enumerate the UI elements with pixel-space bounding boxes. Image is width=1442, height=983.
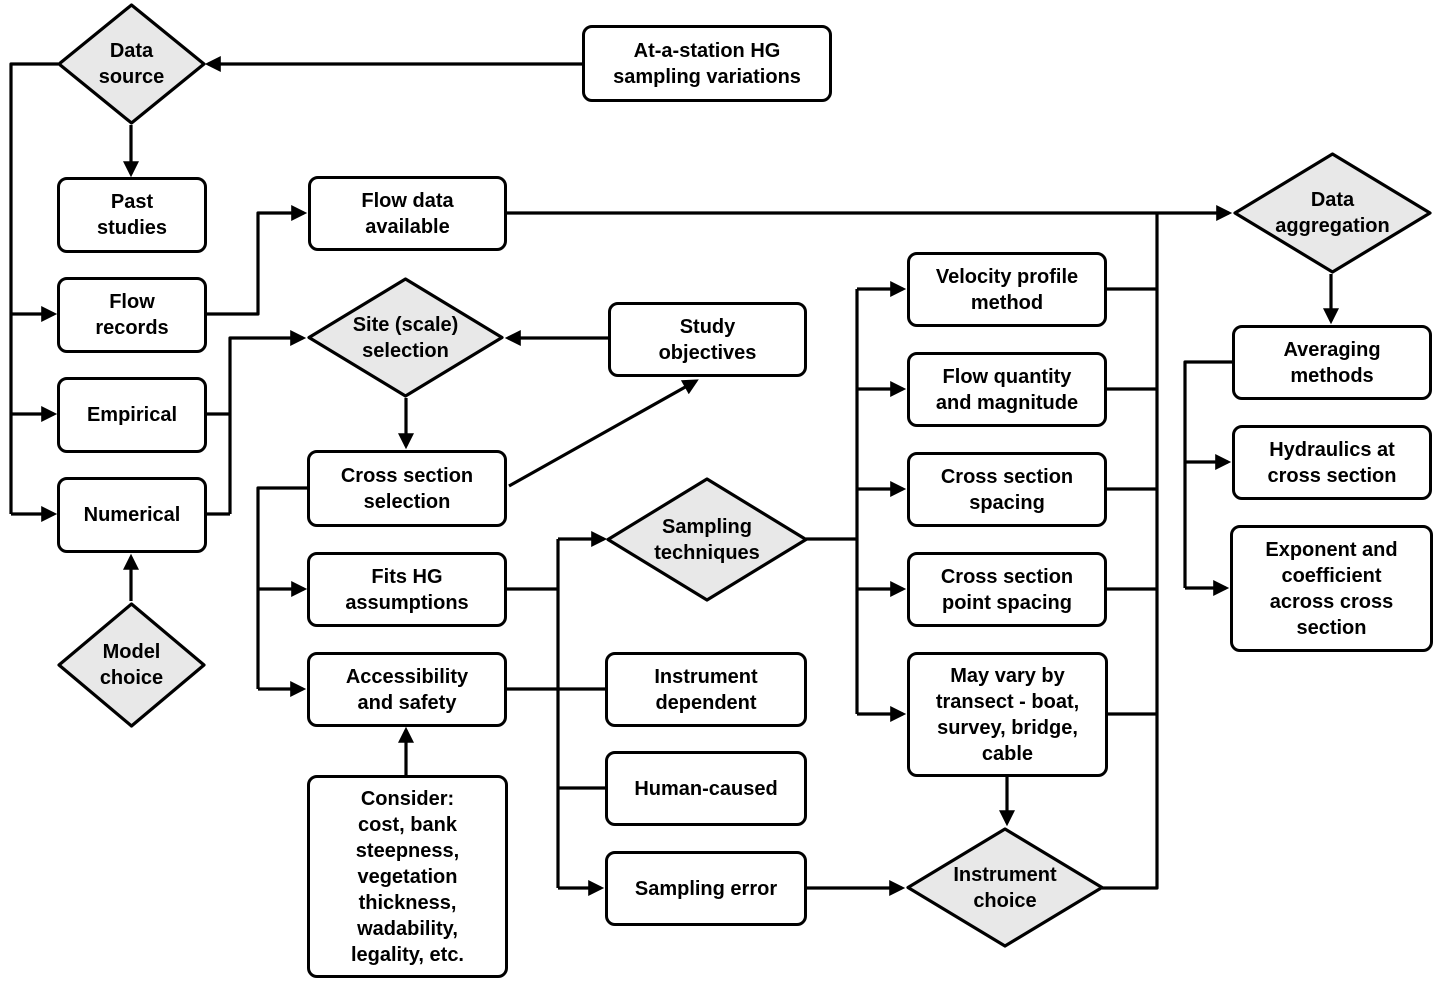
velocity-profile-method-label: Velocity profile method	[935, 265, 1079, 314]
cross-section-point-spacing-label: Cross section point spacing	[940, 565, 1074, 614]
hydraulics-at-cross-section-label: Hydraulics at cross section	[1267, 438, 1397, 487]
averaging-methods-label: Averaging methods	[1283, 338, 1381, 387]
flow-quantity-and-magnitude-label: Flow quantity and magnitude	[935, 365, 1079, 414]
sampling-error-label: Sampling error	[634, 877, 778, 900]
human-caused-label: Human-caused	[634, 777, 778, 800]
sampling-techniques-label: Sampling techniques	[654, 515, 760, 564]
node-study-objectives: Study objectives	[608, 302, 807, 377]
edge-models-to-siteselection	[228, 330, 307, 514]
node-human-caused: Human-caused	[605, 751, 807, 826]
model-choice-diamond	[57, 602, 206, 728]
node-cross-section-spacing: Cross section spacing	[907, 452, 1107, 527]
fits-hg-assumptions-label: Fits HG assumptions	[345, 565, 469, 614]
node-sampling-techniques: Sampling techniques	[606, 477, 808, 602]
node-cross-section-point-spacing: Cross section point spacing	[907, 552, 1107, 627]
node-fits-hg-assumptions: Fits HG assumptions	[307, 552, 507, 627]
node-flow-data-available: Flow data available	[308, 176, 507, 251]
node-accessibility-and-safety: Accessibility and safety	[307, 652, 507, 727]
cross-section-selection-label: Cross section selection	[340, 464, 474, 513]
data-source-label: Data source	[98, 40, 165, 88]
node-site-selection: Site (scale) selection	[307, 277, 504, 398]
node-data-source: Data source	[57, 3, 206, 125]
node-consider-factors: Consider: cost, bank steepness, vegetati…	[307, 775, 508, 978]
edge-averaging-trunk	[1183, 360, 1233, 588]
edge-instrumentchoice-collector	[1102, 213, 1159, 890]
node-instrument-choice: Instrument choice	[906, 827, 1104, 948]
node-numerical: Numerical	[57, 477, 207, 553]
consider-factors-label: Consider: cost, bank steepness, vegetati…	[350, 787, 464, 966]
exponent-and-coefficient-label: Exponent and coefficient across cross se…	[1265, 538, 1398, 639]
numerical-label: Numerical	[83, 504, 181, 526]
sampling-techniques-diamond	[606, 477, 808, 602]
node-empirical: Empirical	[57, 377, 207, 453]
study-objectives-label: Study objectives	[658, 315, 757, 364]
site-selection-label: Site (scale) selection	[352, 313, 459, 362]
flow-data-available-label: Flow data available	[361, 189, 454, 238]
instrument-choice-diamond	[906, 827, 1104, 948]
node-cross-section-selection: Cross section selection	[307, 450, 507, 527]
node-past-studies: Past studies	[57, 177, 207, 253]
cross-section-spacing-label: Cross section spacing	[940, 465, 1074, 514]
node-may-vary-by-transect: May vary by transect - boat, survey, bri…	[907, 652, 1108, 777]
node-averaging-methods: Averaging methods	[1232, 325, 1432, 400]
node-flow-quantity-and-magnitude: Flow quantity and magnitude	[907, 352, 1107, 427]
empirical-label: Empirical	[86, 404, 178, 426]
edge-crosssectionselection-trunk	[256, 486, 307, 689]
node-velocity-profile-method: Velocity profile method	[907, 252, 1107, 327]
site-selection-diamond	[307, 277, 504, 398]
data-source-diamond	[57, 3, 206, 125]
instrument-choice-label: Instrument choice	[953, 863, 1057, 912]
node-exponent-and-coefficient: Exponent and coefficient across cross se…	[1230, 525, 1433, 652]
data-aggregation-diamond	[1233, 152, 1432, 274]
node-sampling-error: Sampling error	[605, 851, 807, 926]
node-hydraulics-at-cross-section: Hydraulics at cross section	[1232, 425, 1432, 500]
edge-left-trunk	[9, 62, 58, 514]
node-data-aggregation: Data aggregation	[1233, 152, 1432, 274]
edge-flowrecords-to-flowdata	[207, 205, 308, 316]
node-flow-records: Flow records	[57, 277, 207, 353]
past-studies-label: Past studies	[96, 191, 168, 239]
edge-crosssectionselection-to-studyobjectives	[508, 379, 699, 488]
instrument-dependent-label: Instrument dependent	[654, 665, 758, 714]
may-vary-by-transect-label: May vary by transect - boat, survey, bri…	[935, 664, 1080, 765]
accessibility-and-safety-label: Accessibility and safety	[345, 665, 469, 714]
flow-records-label: Flow records	[95, 291, 169, 339]
node-at-a-station: At-a-station HG sampling variations	[582, 25, 832, 102]
node-model-choice: Model choice	[57, 602, 206, 728]
data-aggregation-label: Data aggregation	[1275, 189, 1390, 237]
node-instrument-dependent: Instrument dependent	[605, 652, 807, 727]
model-choice-label: Model choice	[99, 641, 164, 689]
at-a-station-label: At-a-station HG sampling variations	[613, 39, 801, 88]
